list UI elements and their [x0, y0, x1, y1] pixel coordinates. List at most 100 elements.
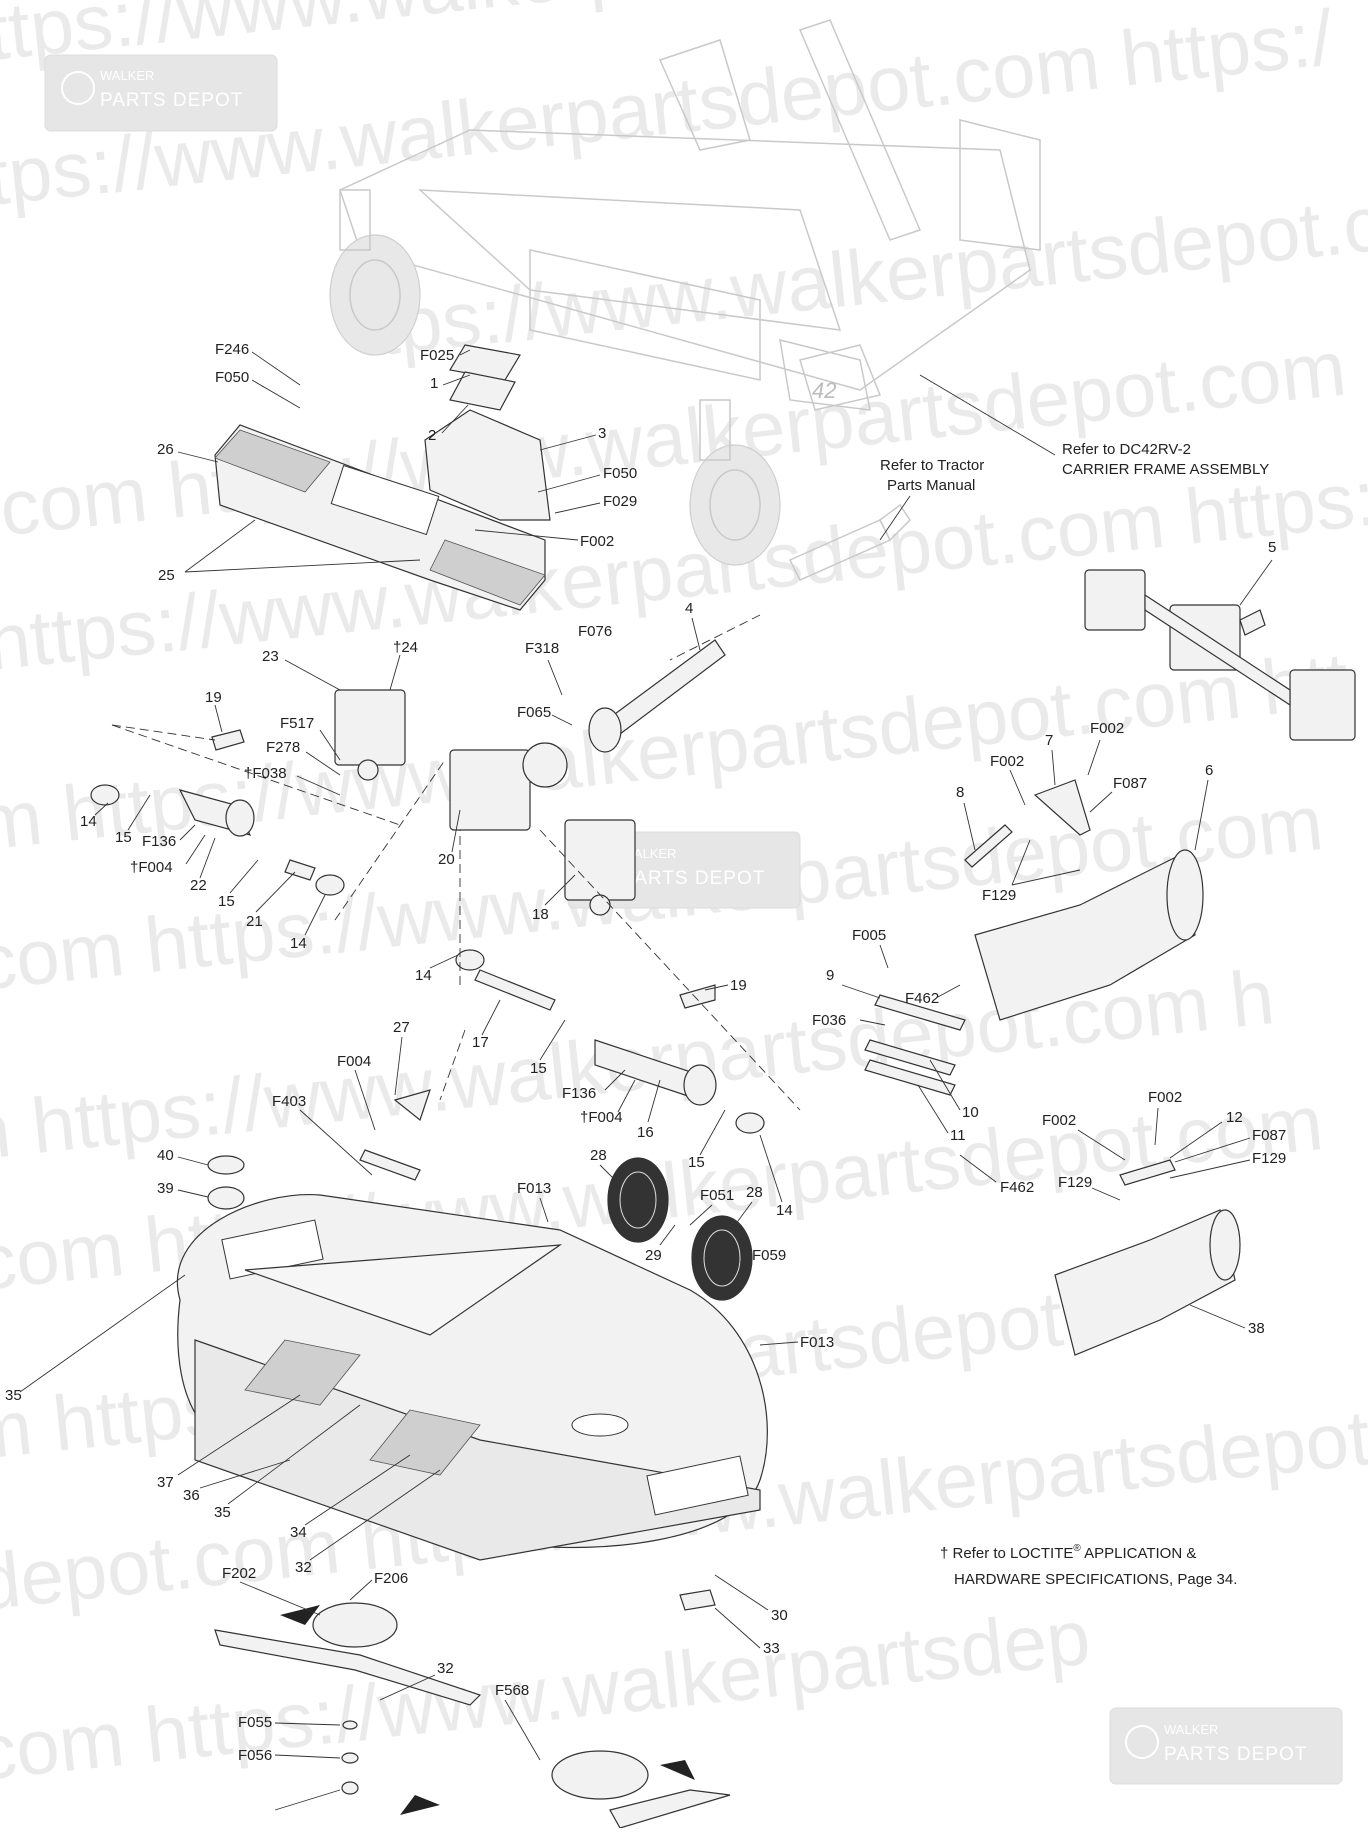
callout: 14	[80, 813, 97, 830]
callout: F002	[1148, 1089, 1182, 1106]
walker-logo-icon	[1125, 1725, 1159, 1759]
callout: F136	[142, 833, 176, 850]
carrier-frame-ghost: 42	[329, 19, 1041, 566]
assembly-guides	[111, 614, 801, 1111]
note-line: APPLICATION &	[1081, 1545, 1197, 1562]
callout: 32	[437, 1660, 454, 1677]
callout: 40	[157, 1147, 174, 1164]
gearbox-assembly	[1084, 569, 1356, 741]
callout: F002	[580, 533, 614, 550]
callout: †F004	[580, 1109, 623, 1126]
callout: 6	[1205, 762, 1213, 779]
note-line: Parts Manual	[887, 477, 975, 494]
callout: 29	[645, 1247, 662, 1264]
callout: 3	[598, 425, 606, 442]
callout: †F038	[244, 765, 287, 782]
callout: F055	[238, 1714, 272, 1731]
callout: 18	[532, 906, 549, 923]
callout: F246	[215, 341, 249, 358]
callout: 14	[290, 935, 307, 952]
callout: 23	[262, 648, 279, 665]
blade-left	[214, 1602, 482, 1815]
callout: 32	[295, 1559, 312, 1576]
tube-16	[455, 949, 765, 1134]
discharge-chute	[974, 849, 1204, 1021]
callout: 4	[685, 600, 693, 617]
stand-27	[359, 1089, 431, 1181]
callout: F076	[578, 623, 612, 640]
callout: 2	[428, 427, 436, 444]
callout: F278	[266, 739, 300, 756]
callout: 12	[1226, 1109, 1243, 1126]
callout: 15	[115, 829, 132, 846]
walker-logo-icon	[61, 71, 95, 105]
callout: 20	[438, 851, 455, 868]
callout: 25	[158, 567, 175, 584]
watermark-line: com https://www.walkerpartsdep	[0, 1592, 1094, 1796]
badge-name: PARTS DEPOT	[100, 90, 243, 111]
spring-bracket	[964, 779, 1091, 868]
callout: 15	[218, 893, 235, 910]
callout: 5	[1268, 539, 1276, 556]
callout: 39	[157, 1180, 174, 1197]
callout: †24	[393, 639, 418, 656]
callout: F462	[905, 990, 939, 1007]
callout: F050	[215, 369, 249, 386]
badge-name: PARTS DEPOT	[1164, 1744, 1307, 1765]
callout: F005	[852, 927, 886, 944]
callout: F087	[1252, 1127, 1286, 1144]
drive-shaft	[588, 639, 726, 753]
callout: 1	[430, 375, 438, 392]
spacers	[207, 1155, 245, 1210]
frame-emblem: 42	[812, 378, 836, 403]
blade-right	[551, 1750, 731, 1829]
callout: 36	[183, 1487, 200, 1504]
callout: 15	[688, 1154, 705, 1171]
callout: F056	[238, 1747, 272, 1764]
callout: F025	[420, 347, 454, 364]
callout: F462	[1000, 1179, 1034, 1196]
callout: F403	[272, 1093, 306, 1110]
callout: 15	[530, 1060, 547, 1077]
registered-mark: ®	[1073, 1543, 1081, 1554]
carrier-ref-note: Refer to DC42RV-2 CARRIER FRAME ASSEMBLY	[919, 374, 1269, 478]
callout: F129	[982, 887, 1016, 904]
callout: F050	[603, 465, 637, 482]
badge-brand: WALKER	[622, 846, 676, 861]
bracket-12	[1119, 1159, 1176, 1186]
callout: 19	[730, 977, 747, 994]
callout: 27	[393, 1019, 410, 1036]
note-line: Refer to DC42RV-2	[1062, 441, 1191, 458]
callout: 11	[950, 1127, 966, 1144]
callout: F002	[1090, 720, 1124, 737]
callout: F002	[1042, 1112, 1076, 1129]
badge-name: PARTS DEPOT	[622, 868, 765, 889]
badge-brand: WALKER	[100, 68, 154, 83]
callout: F036	[812, 1012, 846, 1029]
callout: F568	[495, 1682, 529, 1699]
tractor-ref-note: Refer to Tractor Parts Manual	[879, 457, 984, 541]
walker-badge: WALKER PARTS DEPOT	[44, 54, 278, 132]
walker-badge: WALKER PARTS DEPOT	[1109, 1707, 1343, 1785]
callout: F004	[337, 1053, 371, 1070]
callout: F051	[700, 1187, 734, 1204]
callouts: F246 F050 F025 1 2 3 26 F050 F029 F002 2…	[5, 341, 1286, 1811]
tube-22	[90, 729, 345, 896]
callout: 33	[763, 1640, 780, 1657]
callout: F013	[800, 1334, 834, 1351]
callout: F002	[990, 753, 1024, 770]
svg-text:† Refer to LOCTITE® APPLICATIO: † Refer to LOCTITE® APPLICATION &	[940, 1543, 1196, 1562]
callout: F517	[280, 715, 314, 732]
callout: 19	[205, 689, 222, 706]
callout: 9	[826, 967, 834, 984]
callout: 28	[746, 1184, 763, 1201]
belt-cover	[214, 424, 546, 611]
callout: 21	[246, 913, 263, 930]
callout: F129	[1058, 1174, 1092, 1191]
callout: F318	[525, 640, 559, 657]
callout: 10	[962, 1104, 979, 1121]
callout: 35	[214, 1504, 231, 1521]
pulley-left	[607, 1157, 669, 1243]
callout: 14	[415, 967, 432, 984]
hinge-plates	[864, 994, 966, 1096]
